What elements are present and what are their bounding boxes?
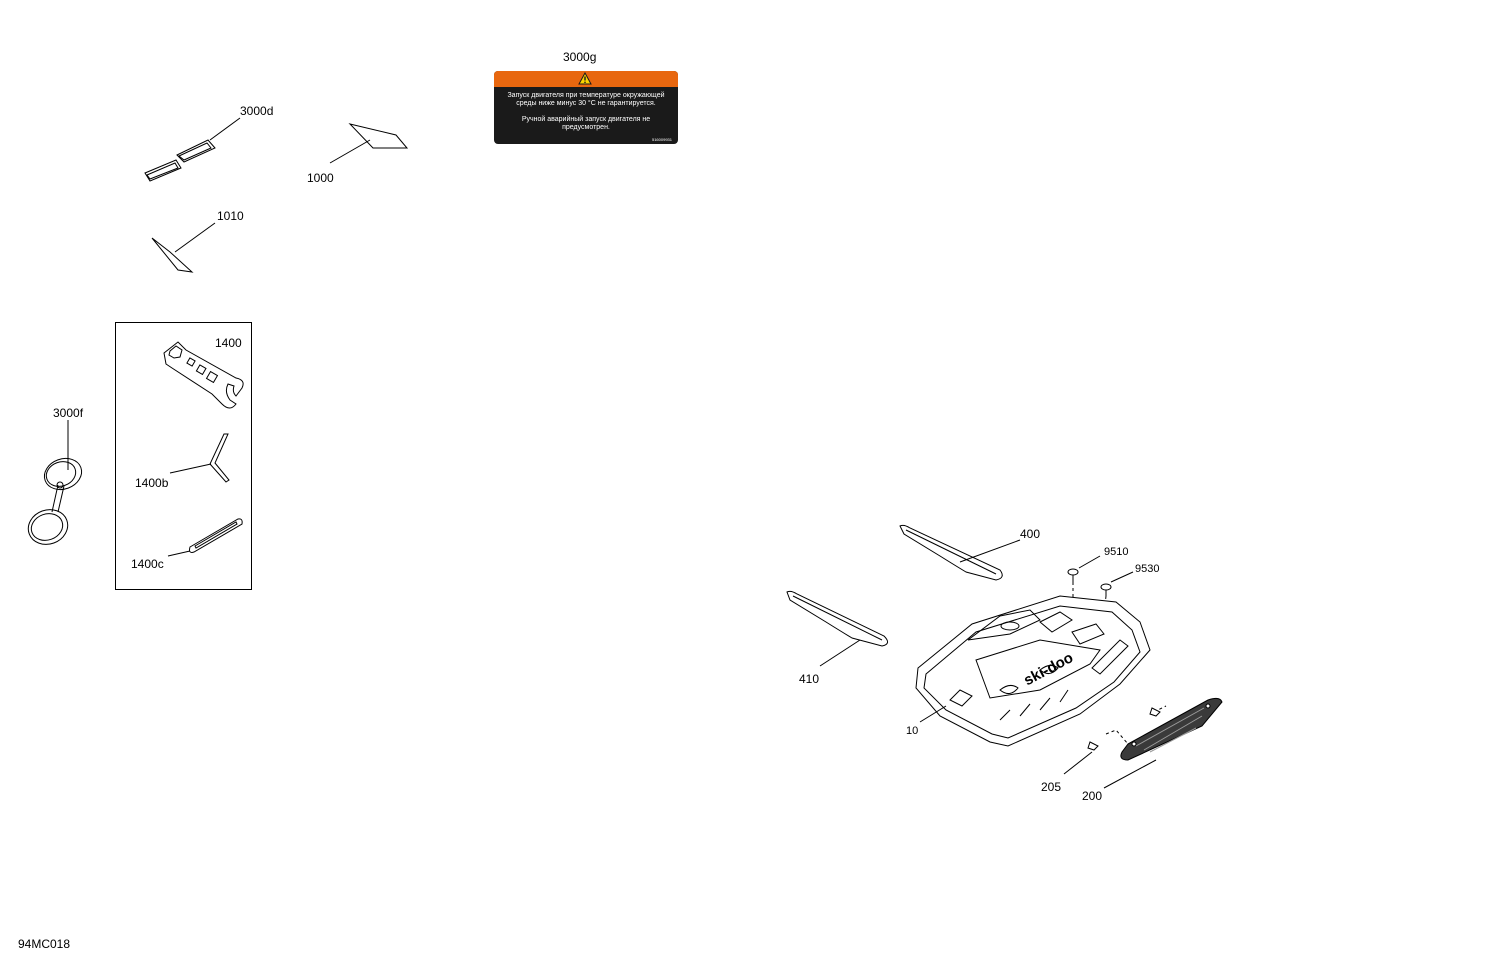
warning-triangle-icon xyxy=(578,72,592,85)
callout-205: 205 xyxy=(1041,780,1062,794)
decal-1000 xyxy=(329,123,409,164)
hex-key-1400b xyxy=(169,433,230,483)
warning-decal-header xyxy=(494,71,678,88)
warning-decal-text: Запуск двигателя при температуре окружаю… xyxy=(494,88,678,132)
diagram-code: 94MC018 xyxy=(18,937,71,951)
callout-1400c: 1400c xyxy=(131,557,164,571)
callout-410: 410 xyxy=(799,672,820,686)
warning-part-code: 516009931 xyxy=(651,137,672,142)
callout-1400: 1400 xyxy=(215,336,242,350)
rack-body-10 xyxy=(915,595,1151,747)
screw-205 xyxy=(1063,707,1161,775)
callout-3000g: 3000g xyxy=(563,50,597,64)
callout-9510: 9510 xyxy=(1104,546,1129,558)
screw-9530 xyxy=(1100,571,1134,616)
callout-1000: 1000 xyxy=(307,171,334,185)
plate-200 xyxy=(1103,697,1223,789)
warning-line-2: Ручной аварийный запуск двигателя не пре… xyxy=(521,116,651,131)
callout-3000d: 3000d xyxy=(240,104,274,118)
callout-1400b: 1400b xyxy=(135,476,169,490)
trim-strip-400 xyxy=(899,524,1021,581)
warning-line-1: Запуск двигателя при температуре окружаю… xyxy=(507,92,665,107)
tool-kit-frame xyxy=(115,322,252,590)
tool-1400c xyxy=(167,518,243,557)
callout-400: 400 xyxy=(1020,527,1041,541)
warning-decal-3000g: Запуск двигателя при температуре окружаю… xyxy=(494,71,678,144)
mirror-3000f xyxy=(27,420,83,545)
callout-200: 200 xyxy=(1082,789,1103,803)
wrench-1400 xyxy=(163,341,244,409)
callout-1010: 1010 xyxy=(217,209,244,223)
decal-pair-3000d xyxy=(144,117,241,182)
trim-strip-410 xyxy=(786,590,888,667)
callout-10: 10 xyxy=(906,725,919,737)
decal-1010 xyxy=(151,222,216,273)
callout-9530: 9530 xyxy=(1135,563,1160,575)
callout-3000f: 3000f xyxy=(53,406,84,420)
screw-9510 xyxy=(1067,555,1101,608)
